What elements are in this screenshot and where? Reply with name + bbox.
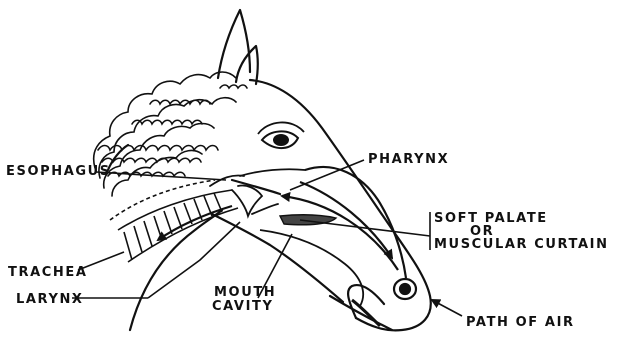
diagram-labels: PHARYNX ESOPHAGUS SOFT PALATE OR MUSCULA… [6,152,609,330]
eye-pupil [273,134,289,146]
pharynx-wall [240,169,305,176]
label-mouth-cavity-line2: CAVITY [212,299,274,314]
label-soft-palate-line3: MUSCULAR CURTAIN [434,237,609,252]
ear-left-outline [218,10,250,78]
label-pharynx: PHARYNX [368,152,449,167]
eye-illustration [258,122,304,148]
air-path-inhale-arrow [282,196,398,270]
cheek-line [232,180,280,194]
ear-right-outline [236,46,258,84]
mouth-interior [260,230,380,326]
label-larynx: LARYNX [16,292,84,307]
path-of-air-leader-line [432,300,462,316]
nostril-inner [400,284,410,294]
epiglottis [252,204,278,214]
label-esophagus: ESOPHAGUS [6,164,111,179]
label-mouth-cavity-line1: MOUTH [214,285,276,300]
label-path-of-air: PATH OF AIR [466,315,575,330]
label-trachea: TRACHEA [8,265,88,280]
